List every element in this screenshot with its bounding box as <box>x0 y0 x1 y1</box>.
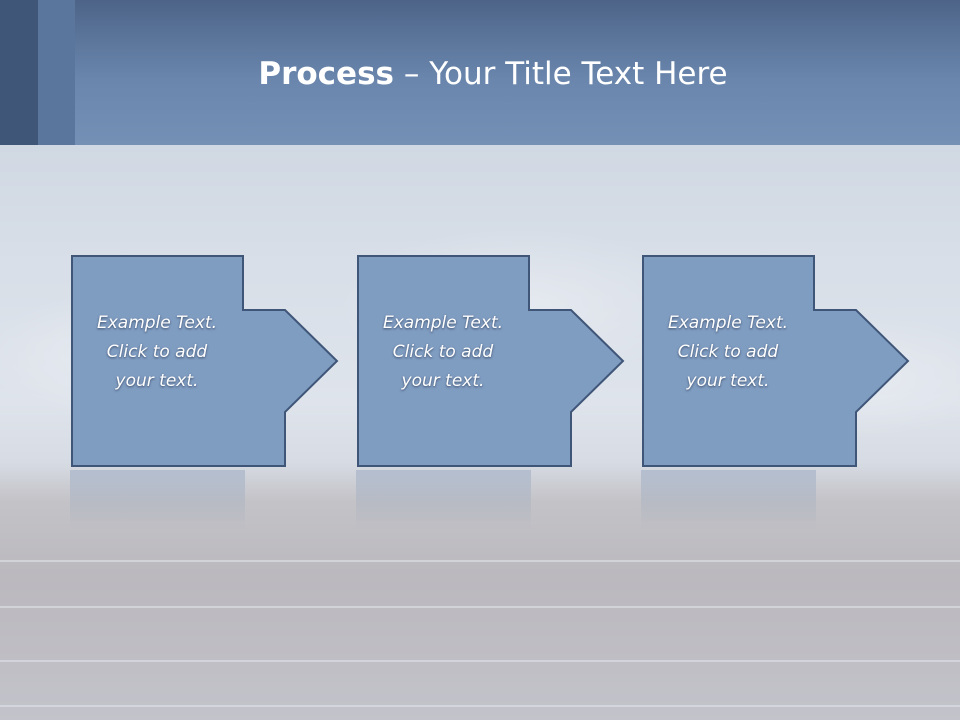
step-text: Example Text. Click to add your text. <box>667 313 789 391</box>
arrow-box-shape <box>71 255 339 467</box>
track-line <box>0 660 960 662</box>
step-reflection <box>641 470 816 530</box>
process-step-1[interactable]: Example Text. Click to add your text. <box>71 255 341 470</box>
track-line <box>0 560 960 562</box>
track-line <box>0 705 960 707</box>
step-reflection <box>70 470 245 530</box>
arrow-box-shape <box>642 255 910 467</box>
track-line <box>0 606 960 608</box>
arrow-box-shape <box>357 255 625 467</box>
process-step-3[interactable]: Example Text. Click to add your text. <box>642 255 912 470</box>
step-text: Example Text. Click to add your text. <box>96 313 218 391</box>
title-bold: Process <box>258 56 394 92</box>
step-reflection <box>356 470 531 530</box>
header-band: Process – Your Title Text Here <box>0 0 960 145</box>
process-step-2[interactable]: Example Text. Click to add your text. <box>357 255 627 470</box>
header-accent <box>0 0 38 145</box>
title-rest: – Your Title Text Here <box>394 56 728 92</box>
step-text: Example Text. Click to add your text. <box>382 313 504 391</box>
slide-title[interactable]: Process – Your Title Text Here <box>0 52 960 96</box>
header-accent <box>38 0 75 145</box>
